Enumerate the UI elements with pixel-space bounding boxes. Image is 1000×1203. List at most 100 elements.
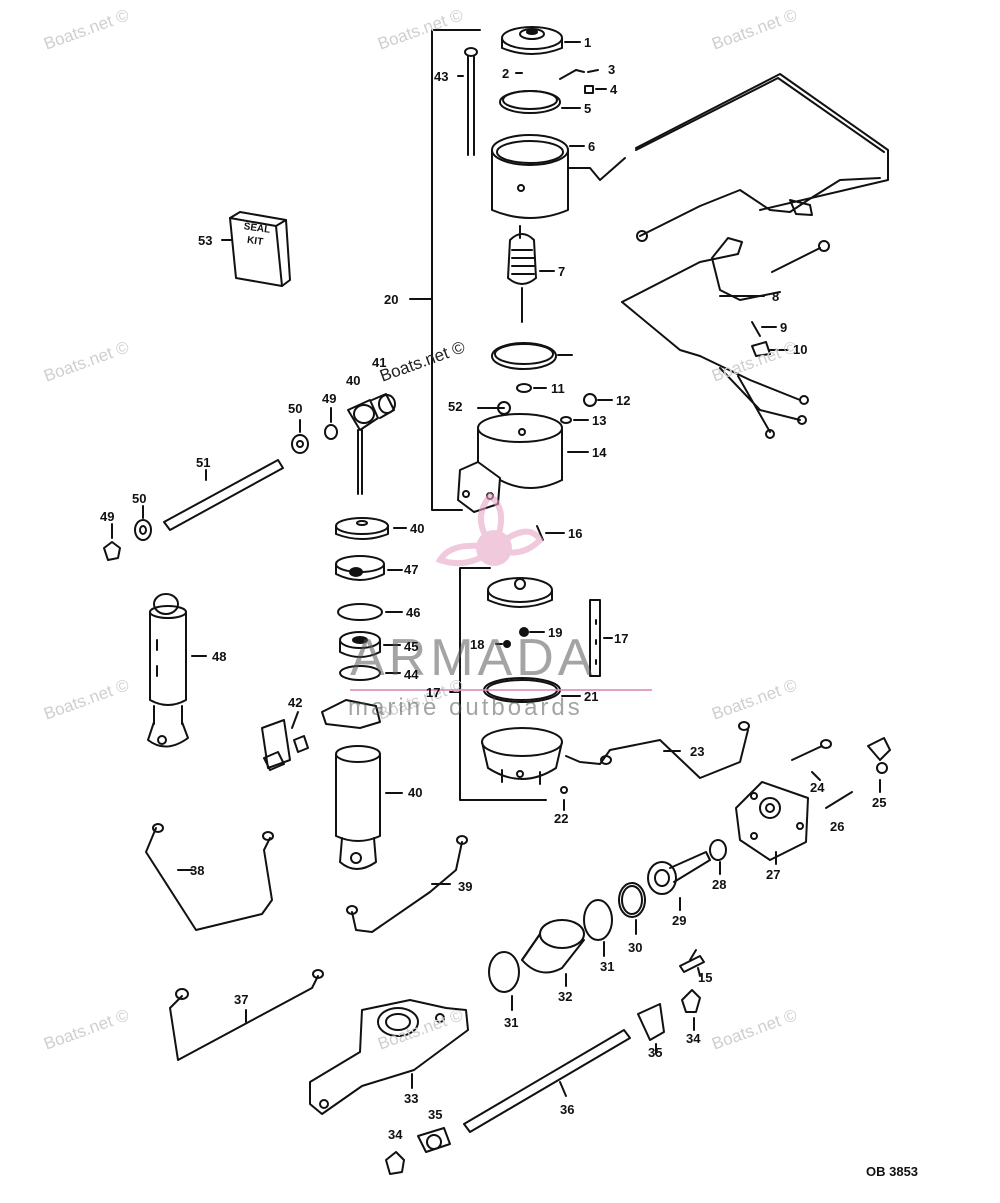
- callout-2: 2: [502, 66, 510, 81]
- callout-42: 42: [288, 695, 303, 710]
- o-ring-44: [339, 665, 401, 681]
- valve-29: [647, 851, 711, 911]
- bolt-24: [791, 739, 832, 781]
- callout-35-right: 35: [648, 1045, 663, 1060]
- callout-34-lower: 34: [388, 1127, 403, 1142]
- callout-12: 12: [616, 393, 631, 408]
- callout-49-lower: 49: [100, 509, 115, 524]
- callout-22: 22: [554, 811, 569, 826]
- armature-7: [507, 225, 555, 323]
- callout-10: 10: [793, 342, 808, 357]
- callout-17-left: 17: [426, 685, 441, 700]
- callout-31-left: 31: [504, 1015, 519, 1030]
- fitting-15: [679, 949, 705, 977]
- screw-9-clip-10: [751, 321, 789, 357]
- through-bolt-43: [457, 47, 478, 156]
- shaft-36: [463, 1029, 631, 1133]
- sleeve-32: [521, 919, 585, 987]
- callout-43: 43: [434, 69, 449, 84]
- callout-45: 45: [404, 639, 419, 654]
- callout-34-right: 34: [686, 1031, 701, 1046]
- small-hardware-2-3-4: [515, 69, 607, 94]
- motor-group-bracket: [409, 29, 481, 511]
- tube-37: [169, 969, 324, 1061]
- callout-24: 24: [810, 780, 825, 795]
- piston-47: [335, 555, 403, 581]
- pump-reservoir: [481, 727, 563, 785]
- piston-40: [335, 517, 407, 540]
- brand-tagline: marine outboards: [348, 694, 583, 721]
- check-balls-18-19: [495, 627, 545, 648]
- fitting-35-right: [637, 1003, 665, 1055]
- pivot-pin-51: [163, 459, 284, 531]
- callout-29: 29: [672, 913, 687, 928]
- pin-26: [825, 791, 853, 809]
- callout-33: 33: [404, 1091, 419, 1106]
- brand-divider: [350, 689, 652, 691]
- callout-32: 32: [558, 989, 573, 1004]
- fitting-35-lower: [417, 1127, 451, 1153]
- callout-23: 23: [690, 744, 705, 759]
- callout-44: 44: [404, 667, 419, 682]
- callout-30: 30: [628, 940, 643, 955]
- callout-19: 19: [548, 625, 563, 640]
- callout-26: 26: [830, 819, 845, 834]
- callout-36: 36: [560, 1102, 575, 1117]
- callout-40-lower: 40: [408, 785, 423, 800]
- seal-kit-53: [221, 211, 291, 287]
- callout-48: 48: [212, 649, 227, 664]
- callout-4: 4: [610, 82, 618, 97]
- o-ring-28: [709, 839, 727, 875]
- bracket-42: [261, 711, 309, 771]
- tube-38: [145, 823, 274, 931]
- o-ring-5-lower: [491, 342, 573, 370]
- diagram-code: OB 3853: [866, 1164, 919, 1179]
- callout-15: 15: [698, 970, 713, 985]
- screw-22: [560, 786, 568, 811]
- callout-1: 1: [584, 35, 592, 50]
- motor-housing-6: [491, 134, 626, 219]
- nut-49-washer-50-top: [291, 407, 338, 454]
- motor-end-cap: [501, 26, 581, 55]
- callout-37: 37: [234, 992, 249, 1007]
- callout-27: 27: [766, 867, 781, 882]
- callout-25: 25: [872, 795, 887, 810]
- o-ring-31-right: [583, 899, 613, 957]
- fitting-25: [867, 737, 891, 793]
- brand-name: ARMADA: [350, 629, 597, 687]
- callout-39: 39: [458, 879, 473, 894]
- callout-52: 52: [448, 399, 463, 414]
- callout-31-right: 31: [600, 959, 615, 974]
- callout-47: 47: [404, 562, 419, 577]
- pump-group-bracket: [449, 567, 547, 801]
- pump-top: [487, 577, 553, 608]
- callout-53: 53: [198, 233, 213, 248]
- callout-40-top: 40: [346, 373, 361, 388]
- callout-50-top: 50: [288, 401, 303, 416]
- callout-8: 8: [772, 289, 780, 304]
- tube-39: [346, 835, 468, 933]
- armada-logo: [435, 491, 544, 566]
- callout-3: 3: [608, 62, 616, 77]
- callout-46: 46: [406, 605, 421, 620]
- o-ring-30: [618, 882, 646, 935]
- callout-40-mid: 40: [410, 521, 425, 536]
- callout-35-lower: 35: [428, 1107, 443, 1122]
- callout-9: 9: [780, 320, 788, 335]
- callout-18: 18: [470, 637, 485, 652]
- shock-absorber-48: [147, 593, 207, 748]
- callout-20: 20: [384, 292, 399, 307]
- callout-6: 6: [588, 139, 596, 154]
- nut-49-washer-50-lower: [103, 505, 152, 561]
- callout-21: 21: [584, 689, 599, 704]
- callout-17-right: 17: [614, 631, 629, 646]
- callout-7: 7: [558, 264, 566, 279]
- callout-28: 28: [712, 877, 727, 892]
- o-ring-5-top: [499, 90, 581, 114]
- callout-14: 14: [592, 445, 607, 460]
- valve-plate-27: [735, 781, 809, 865]
- o-ring-46: [337, 603, 403, 621]
- nut-34-lower: [385, 1151, 405, 1175]
- piston-45: [339, 631, 401, 658]
